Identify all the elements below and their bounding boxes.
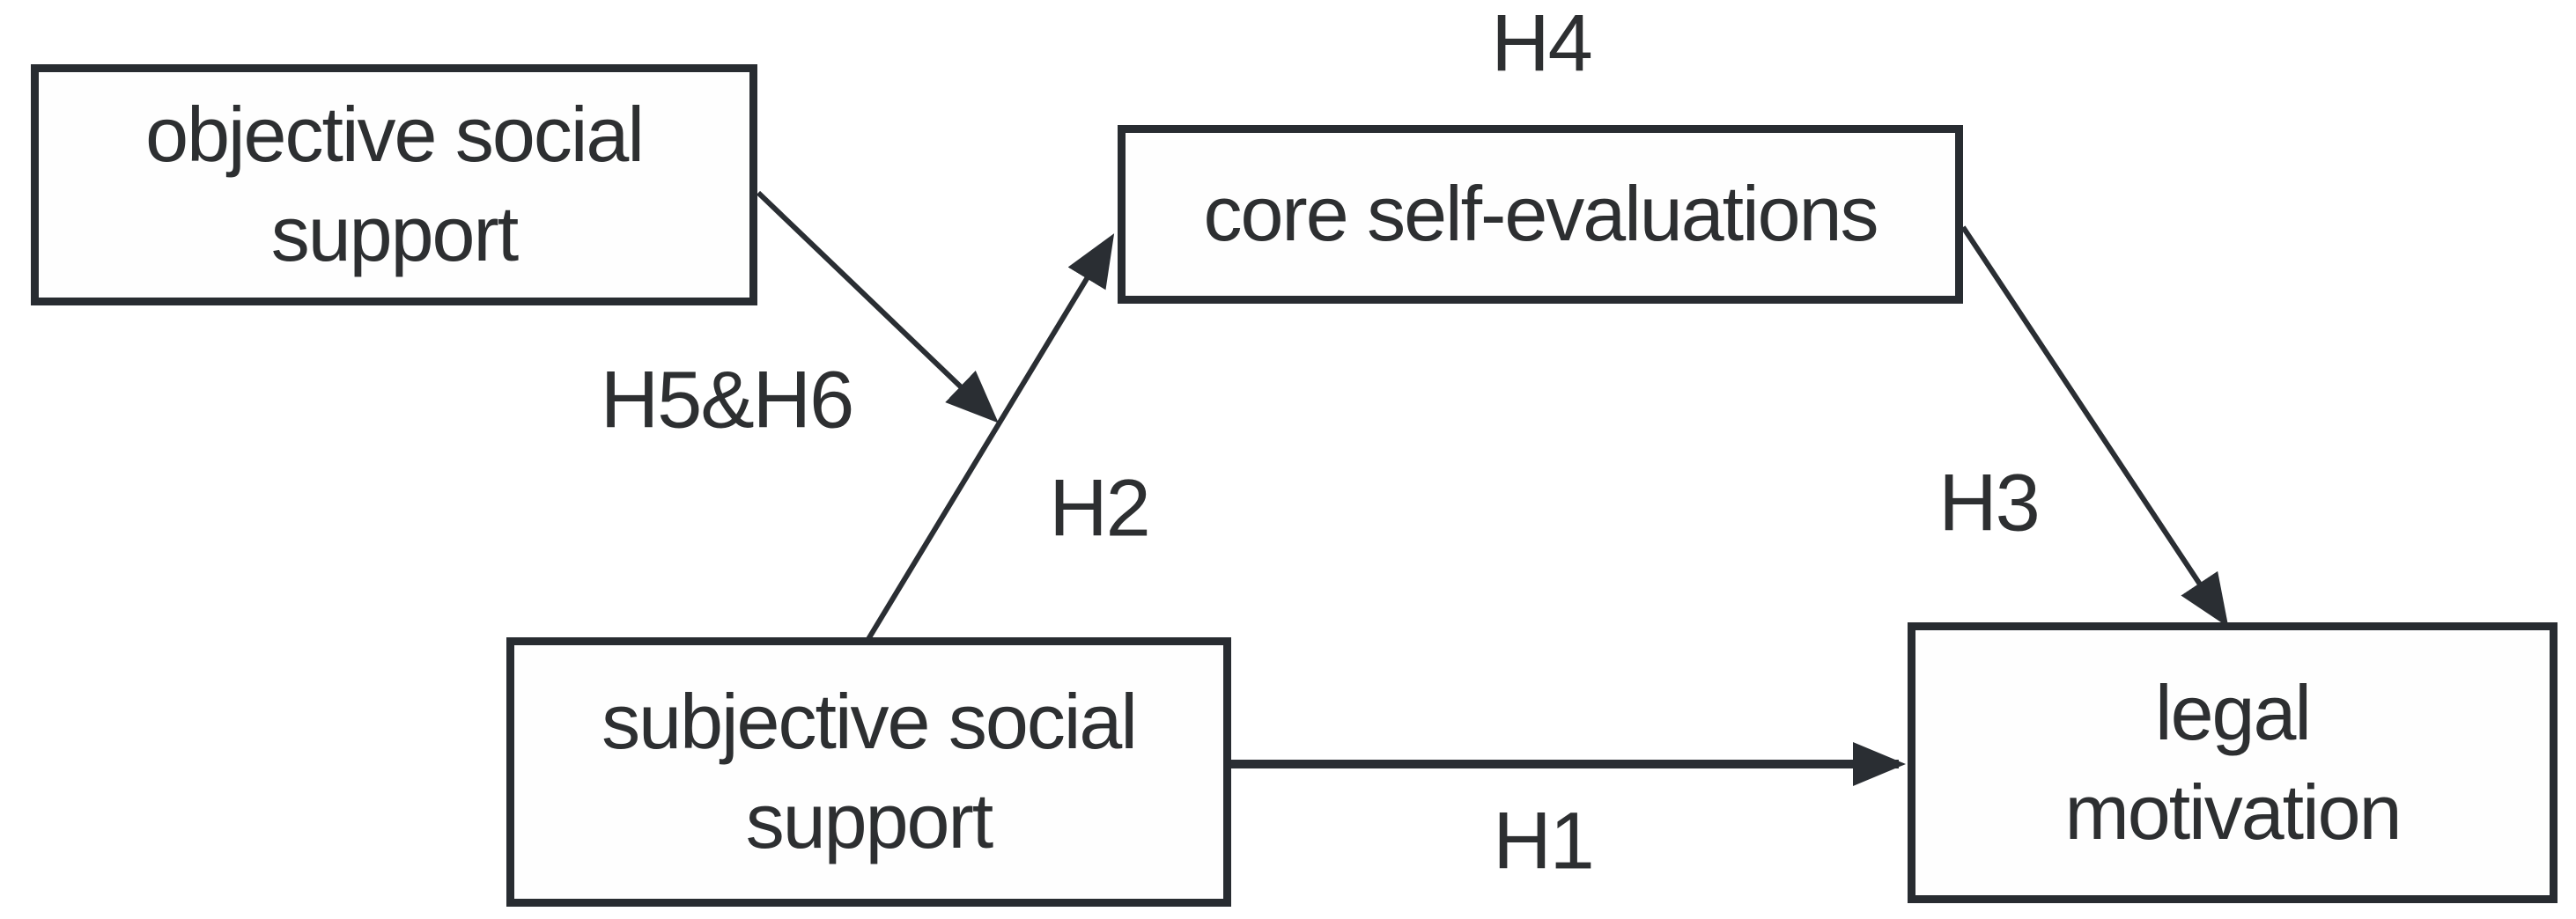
node-core-self-evaluations: core self-evaluations <box>1118 125 1963 304</box>
node-label-core-self-evaluations: core self-evaluations <box>1203 170 1878 258</box>
hypothesis-label-h3: H3 <box>1938 458 2041 548</box>
node-label-legal-motivation: legal motivation <box>2064 668 2402 856</box>
node-label-objective-social-support: objective social support <box>145 91 645 277</box>
hypothesis-label-h2: H2 <box>1049 463 1151 554</box>
hypothesis-label-h5h6: H5&H6 <box>600 355 855 445</box>
node-label-subjective-social-support: subjective social support <box>602 678 1138 864</box>
hypothesis-label-h1: H1 <box>1493 796 1595 886</box>
node-subjective-social-support: subjective social support <box>506 637 1231 907</box>
h2-arrow <box>866 233 1115 641</box>
node-objective-social-support: objective social support <box>31 64 757 305</box>
h3-arrow <box>1960 225 2229 628</box>
node-legal-motivation: legal motivation <box>1908 622 2558 903</box>
hypothesis-label-h4: H4 <box>1491 0 1593 89</box>
